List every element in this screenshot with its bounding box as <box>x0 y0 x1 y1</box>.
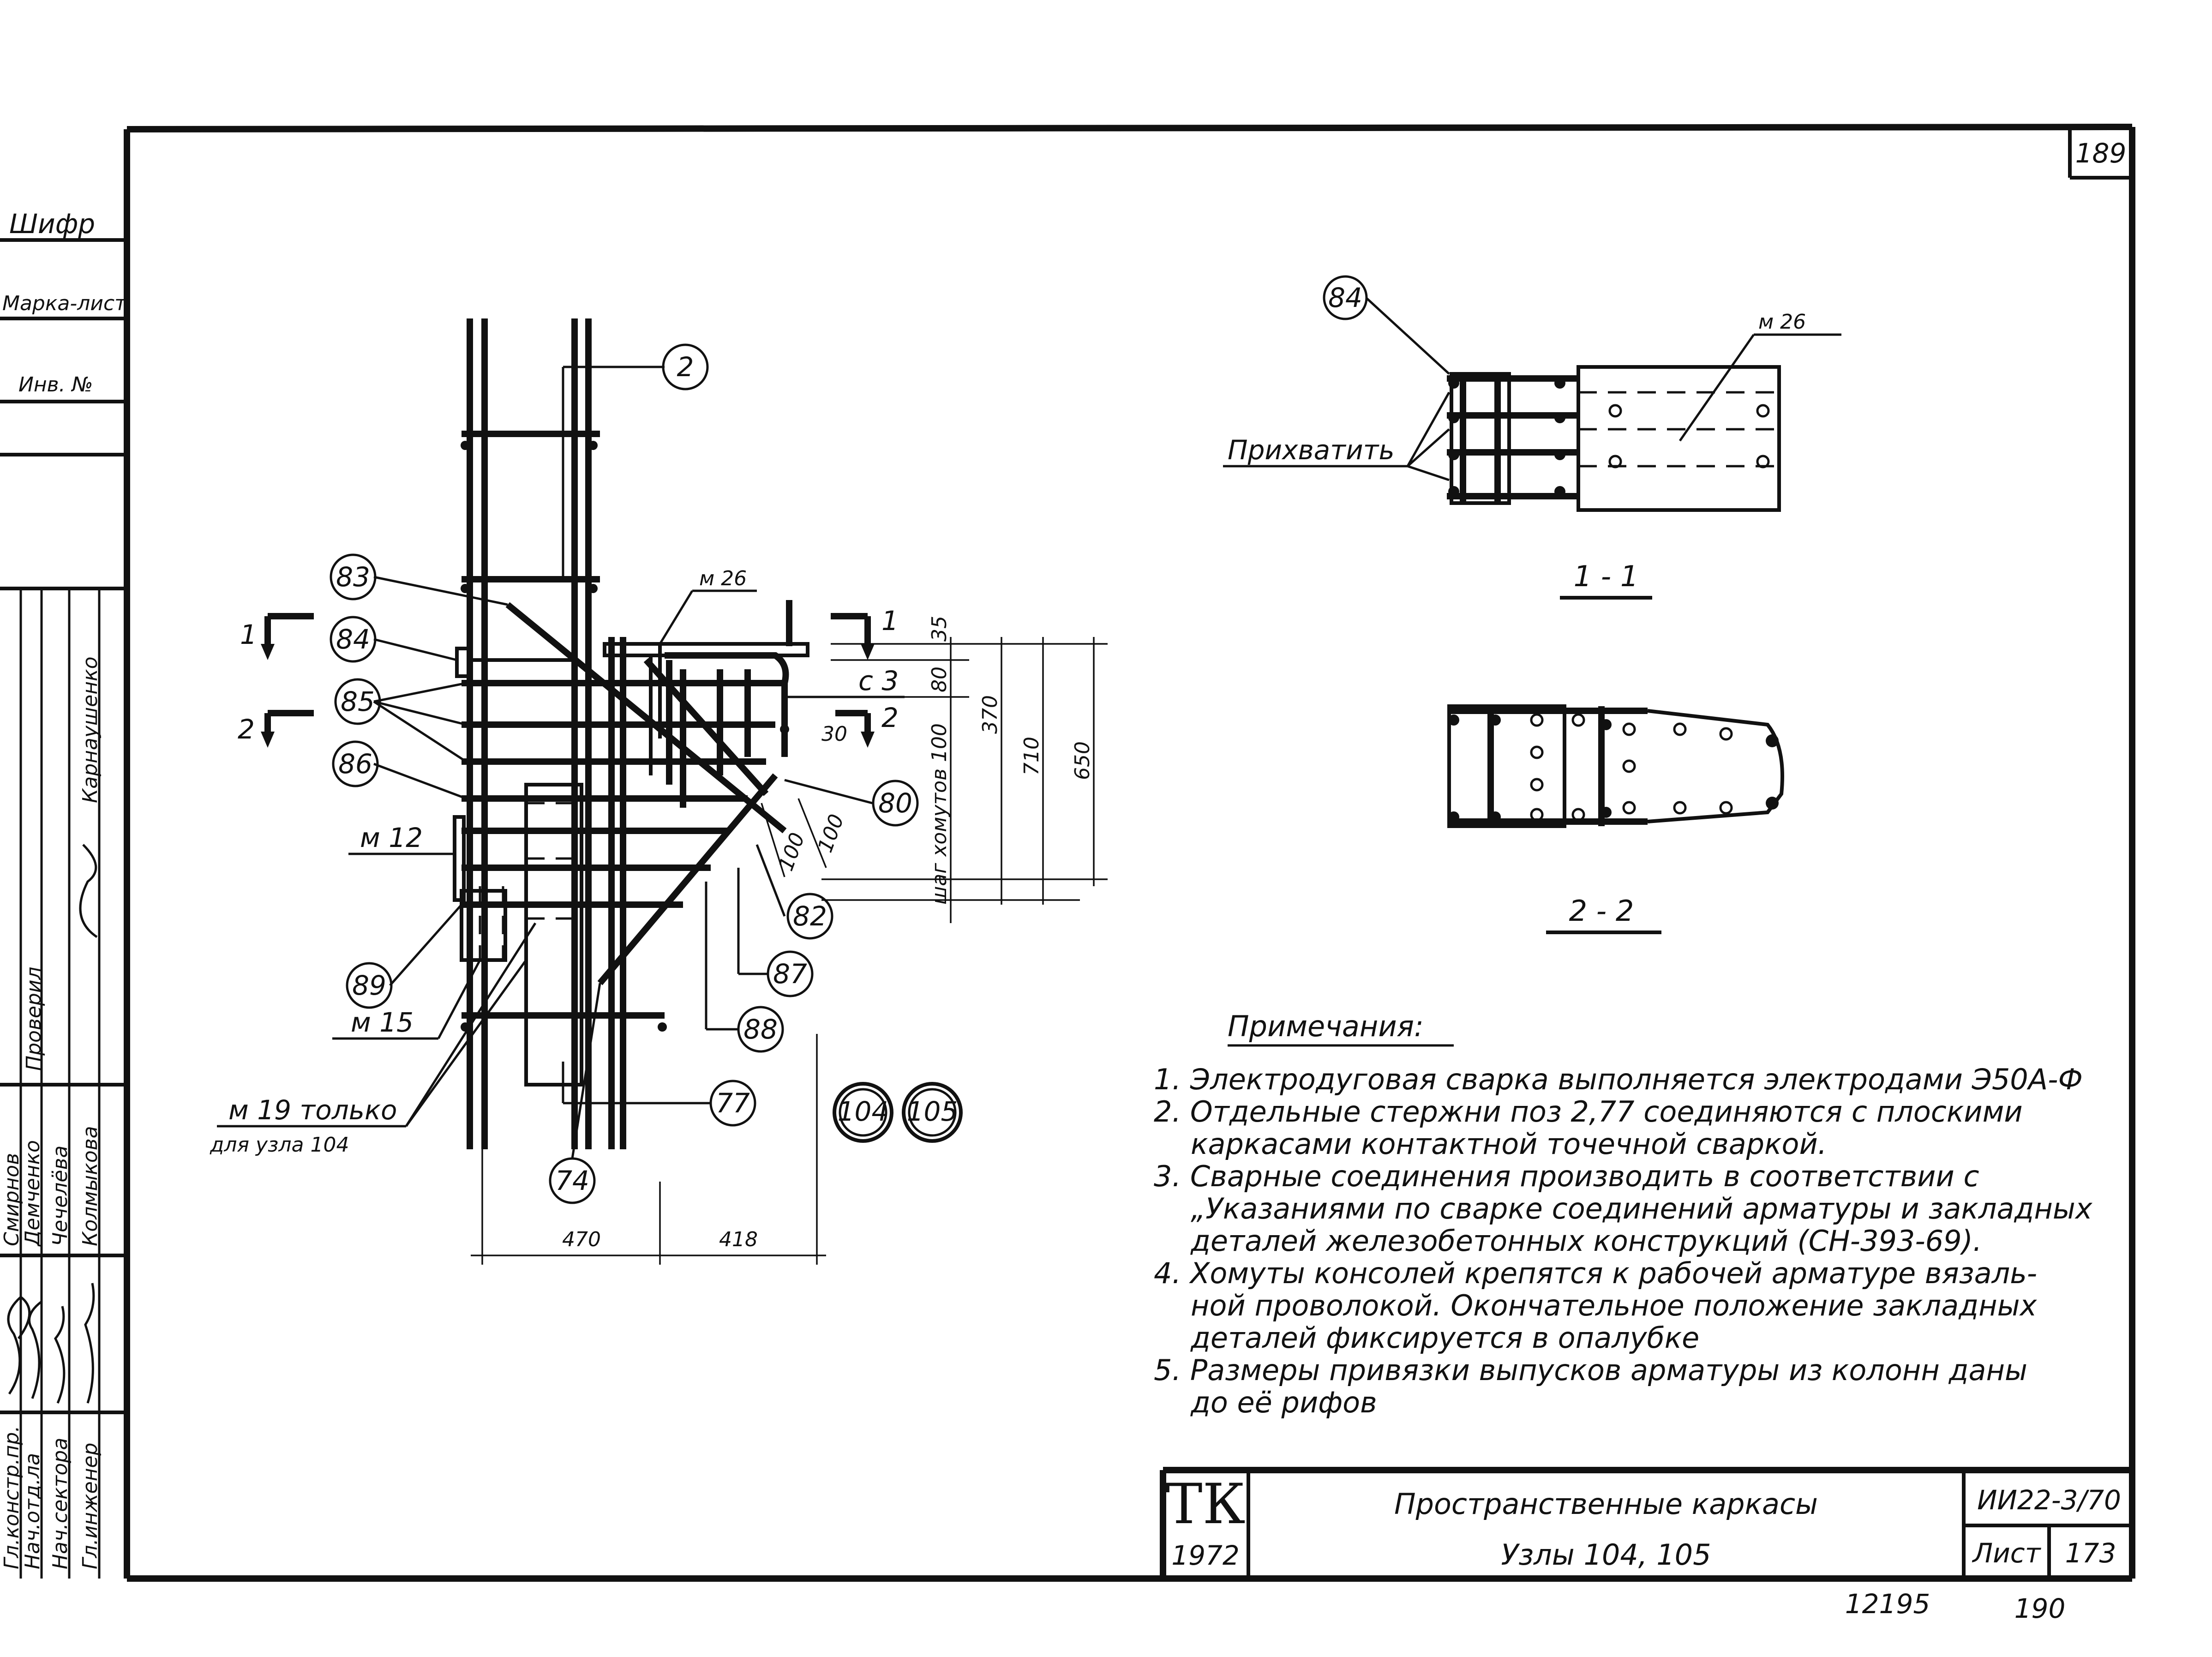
dim-710: 710 <box>1020 737 1043 775</box>
section-2-right: 2 <box>881 702 899 733</box>
tb-title-2: Узлы 104, 105 <box>1501 1538 1711 1572</box>
s11-callout-84: 84 <box>1328 282 1362 313</box>
callout-86: 86 <box>338 748 372 780</box>
node-105: 105 <box>907 1096 958 1127</box>
tb-title-1: Пространственные каркасы <box>1394 1487 1818 1521</box>
label-m19-line2: для узла 104 <box>210 1133 349 1157</box>
notes: Примечания: 1. Электродуговая сварка вып… <box>1154 1009 2093 1419</box>
proveril-label: Проверил <box>22 967 46 1071</box>
note-line-2: 2. Отдельные стержни поз 2,77 соединяютс… <box>1154 1095 2023 1129</box>
main-view <box>453 318 809 1149</box>
role-1: Гл.констр.пр. <box>0 1426 24 1569</box>
s11-label-m26: м 26 <box>1758 310 1806 334</box>
proveril-name: Карнаушенко <box>78 657 102 804</box>
node-104: 104 <box>838 1096 889 1127</box>
note-line-3: каркасами контактной точечной сваркой. <box>1191 1127 1827 1161</box>
dimensions: 35 80 шаг хомутов 100 370 710 650 100 10… <box>471 616 1108 1265</box>
section-markers: 1 1 2 2 <box>238 605 899 748</box>
dim-650: 650 <box>1071 741 1094 780</box>
dim-418: 418 <box>719 1228 758 1251</box>
sheet-frame <box>124 124 2135 1582</box>
callout-85: 85 <box>341 686 375 717</box>
callout-77: 77 <box>716 1087 750 1119</box>
role-3: Нач.сектора <box>48 1438 72 1569</box>
note-line-6: деталей железобетонных конструкций (СН-3… <box>1190 1224 1982 1258</box>
marka-list-label: Марка-лист <box>2 292 127 315</box>
shifr-label: Шифр <box>9 208 95 240</box>
name-3: Чечелёва <box>48 1146 72 1246</box>
section-1-left: 1 <box>240 619 257 650</box>
label-c3: с 3 <box>858 665 899 696</box>
callout-80: 80 <box>878 787 912 819</box>
dim-100-a: 100 <box>774 829 809 874</box>
role-4: Гл.инженер <box>78 1443 102 1569</box>
s11-title: 1 - 1 <box>1574 559 1639 593</box>
section-2-2: 2 - 2 <box>1447 704 1784 934</box>
signatures <box>7 844 98 1404</box>
s11-label-tack: Прихватить <box>1228 434 1395 466</box>
section-2-left: 2 <box>238 714 255 745</box>
tb-year: 1972 <box>1171 1540 1240 1571</box>
note-line-7: 4. Хомуты консолей крепятся к рабочей ар… <box>1154 1256 2037 1290</box>
tb-sheet-no: 173 <box>2065 1537 2116 1569</box>
name-4: Колмыкова <box>78 1126 102 1246</box>
dim-35: 35 <box>928 616 951 642</box>
callout-89: 89 <box>352 970 386 1001</box>
tb-logo: ТК <box>1166 1472 1246 1537</box>
dim-370: 370 <box>978 695 1002 734</box>
bottom-number-right: 190 <box>2014 1593 2066 1624</box>
note-line-10: 5. Размеры привязки выпусков арматуры из… <box>1154 1353 2027 1387</box>
s22-title: 2 - 2 <box>1569 894 1634 928</box>
node-marks: 104 105 <box>833 1082 963 1143</box>
note-line-11: до её рифов <box>1190 1386 1377 1419</box>
dim-80: 80 <box>928 666 951 692</box>
callout-87: 87 <box>773 958 807 990</box>
callout-83: 83 <box>336 561 370 593</box>
note-line-5: „Указаниями по сварке соединений арматур… <box>1191 1192 2093 1225</box>
callout-82: 82 <box>793 901 827 932</box>
name-1: Смирнов <box>0 1153 24 1246</box>
left-strip <box>0 238 127 1579</box>
tb-sheet-label: Лист <box>1972 1537 2042 1569</box>
label-m19-line1: м 19 только <box>228 1094 397 1126</box>
label-30: 30 <box>821 722 847 746</box>
callout-84: 84 <box>336 624 370 655</box>
callout-2: 2 <box>677 351 694 383</box>
note-line-9: деталей фиксируется в опалубке <box>1190 1321 1699 1355</box>
tb-code: ИИ22-3/70 <box>1977 1484 2121 1516</box>
callout-74: 74 <box>555 1165 589 1196</box>
name-2: Демченко <box>21 1140 44 1247</box>
callouts: 2 83 84 85 86 89 80 82 87 88 <box>330 343 919 1204</box>
title-block <box>1160 1467 2132 1579</box>
role-2: Нач.отд.ла <box>21 1453 44 1569</box>
section-1-right: 1 <box>881 605 899 636</box>
role-column: Гл.констр.пр. Нач.отд.ла Нач.сектора Гл.… <box>0 1426 102 1569</box>
dim-100-b: 100 <box>813 811 849 855</box>
top-sheet-number: 189 <box>2075 138 2127 169</box>
label-m15: м 15 <box>351 1007 414 1038</box>
dim-470: 470 <box>562 1228 601 1251</box>
note-line-4: 3. Сварные соединения производить в соот… <box>1154 1159 1979 1193</box>
label-m26: м 26 <box>699 567 747 590</box>
notes-heading: Примечания: <box>1228 1009 1424 1043</box>
stirrup-step: шаг хомутов 100 <box>928 723 951 905</box>
inv-no-label: Инв. № <box>18 373 93 396</box>
bottom-number-left: 12195 <box>1845 1588 1930 1620</box>
section-1-1: 84 м 26 Прихватить 1 - 1 <box>1223 275 1841 600</box>
name-column: Смирнов Демченко Чечелёва Колмыкова <box>0 1126 102 1247</box>
note-line-8: ной проволокой. Окончательное положение … <box>1191 1289 2038 1322</box>
label-m12: м 12 <box>360 822 423 853</box>
note-line-1: 1. Электродуговая сварка выполняется эле… <box>1154 1063 2083 1096</box>
callout-88: 88 <box>743 1014 778 1045</box>
